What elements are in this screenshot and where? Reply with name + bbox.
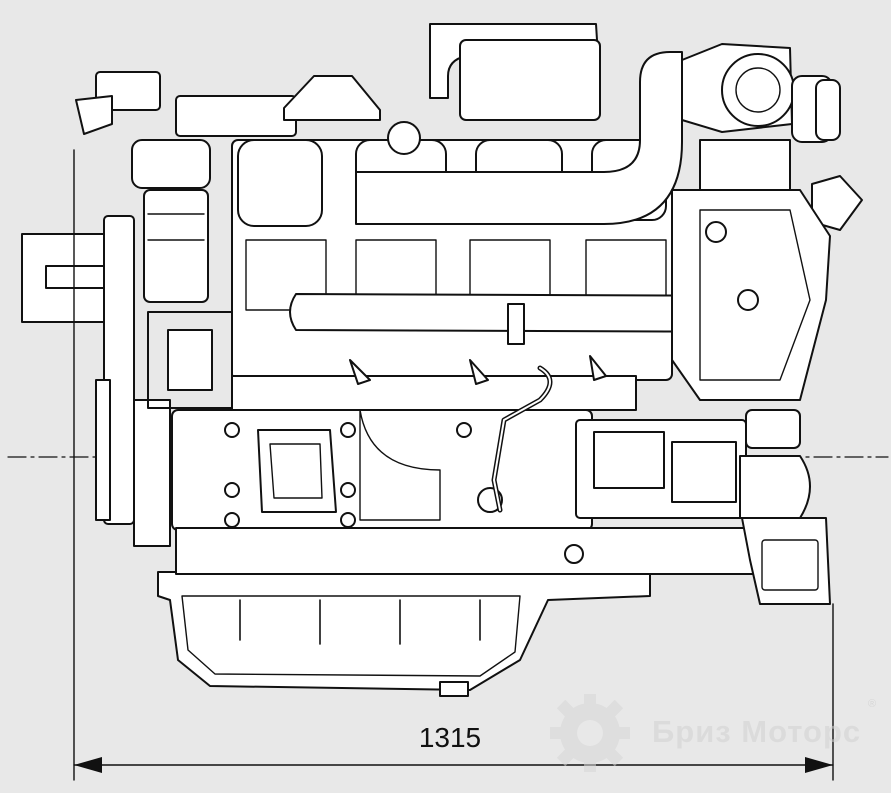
fuel-module [75, 71, 381, 409]
pto-shaft [21, 215, 171, 547]
registered-mark: ® [868, 698, 877, 710]
brand-name: Бриз Моторс [652, 714, 862, 749]
length-dimension-label: 1315 [418, 722, 482, 753]
exhaust-manifold [671, 189, 831, 401]
engine-block [171, 409, 777, 575]
gear-icon [550, 694, 630, 772]
intake-pipe [355, 23, 683, 225]
dimension-line [73, 149, 834, 781]
oil-filter [131, 139, 211, 303]
brand-watermark: Бриз Моторс ® [542, 688, 882, 778]
flywheel-housing [575, 409, 831, 605]
